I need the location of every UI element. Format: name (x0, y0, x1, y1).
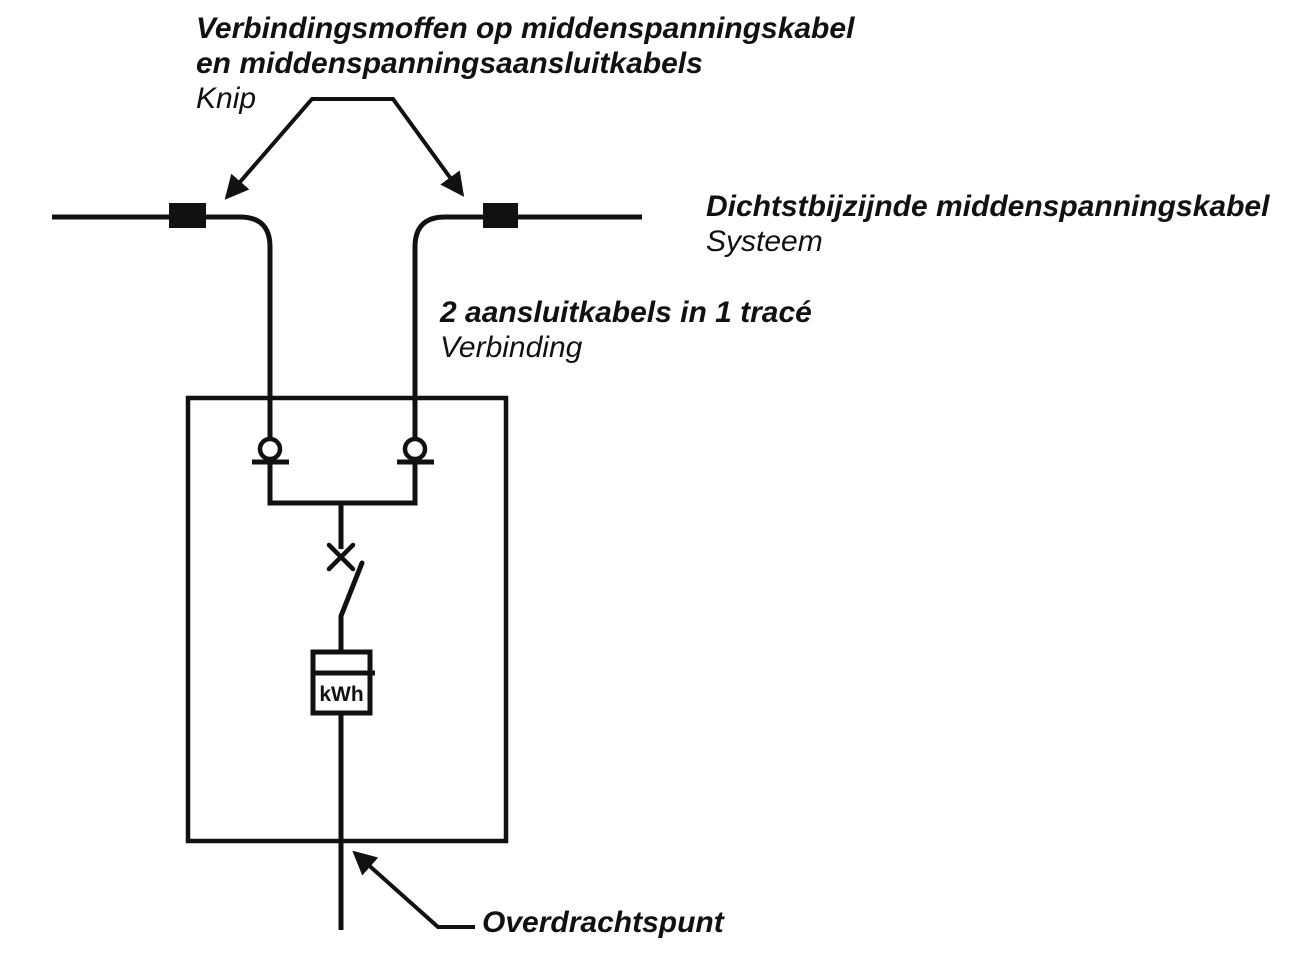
mv-cable-left (52, 214, 273, 503)
termination-circle-left (257, 436, 283, 462)
label-verbindingsmoffen-line2: en middenspanningsaansluitkabels (196, 47, 703, 80)
label-aansluitkabels: 2 aansluitkabels in 1 tracé Verbinding (440, 295, 812, 365)
label-middenspanningskabel-line1: Dichtstbijzijnde middenspanningskabel (706, 190, 1270, 223)
switch-blade (338, 560, 365, 619)
termination-circle-right (402, 436, 428, 462)
cable-joint-right (483, 203, 518, 228)
kwh-meter-label: kWh (319, 683, 364, 706)
kwh-meter-box (310, 649, 373, 716)
label-verbindingsmoffen-line1: Verbindingsmoffen op middenspanningskabe… (196, 12, 855, 45)
switch-contact-x (326, 542, 356, 572)
label-knip: Knip (196, 82, 257, 115)
station-box (185, 395, 509, 844)
knip-callout-fork (224, 97, 465, 200)
label-verbindingsmoffen: Verbindingsmoffen op middenspanningskabe… (196, 11, 854, 116)
label-middenspanningskabel: Dichtstbijzijnde middenspanningskabel Sy… (706, 189, 1269, 259)
cable-joint-left (169, 203, 206, 228)
label-overdrachtspunt: Overdrachtspunt (482, 905, 724, 940)
label-overdrachtspunt-line1: Overdrachtspunt (482, 906, 724, 939)
label-systeem: Systeem (706, 225, 823, 258)
overdrachtspunt-leader (352, 850, 475, 929)
label-verbinding: Verbinding (440, 331, 583, 364)
label-aansluitkabels-line1: 2 aansluitkabels in 1 tracé (440, 296, 812, 329)
mv-cable-right (412, 214, 642, 503)
